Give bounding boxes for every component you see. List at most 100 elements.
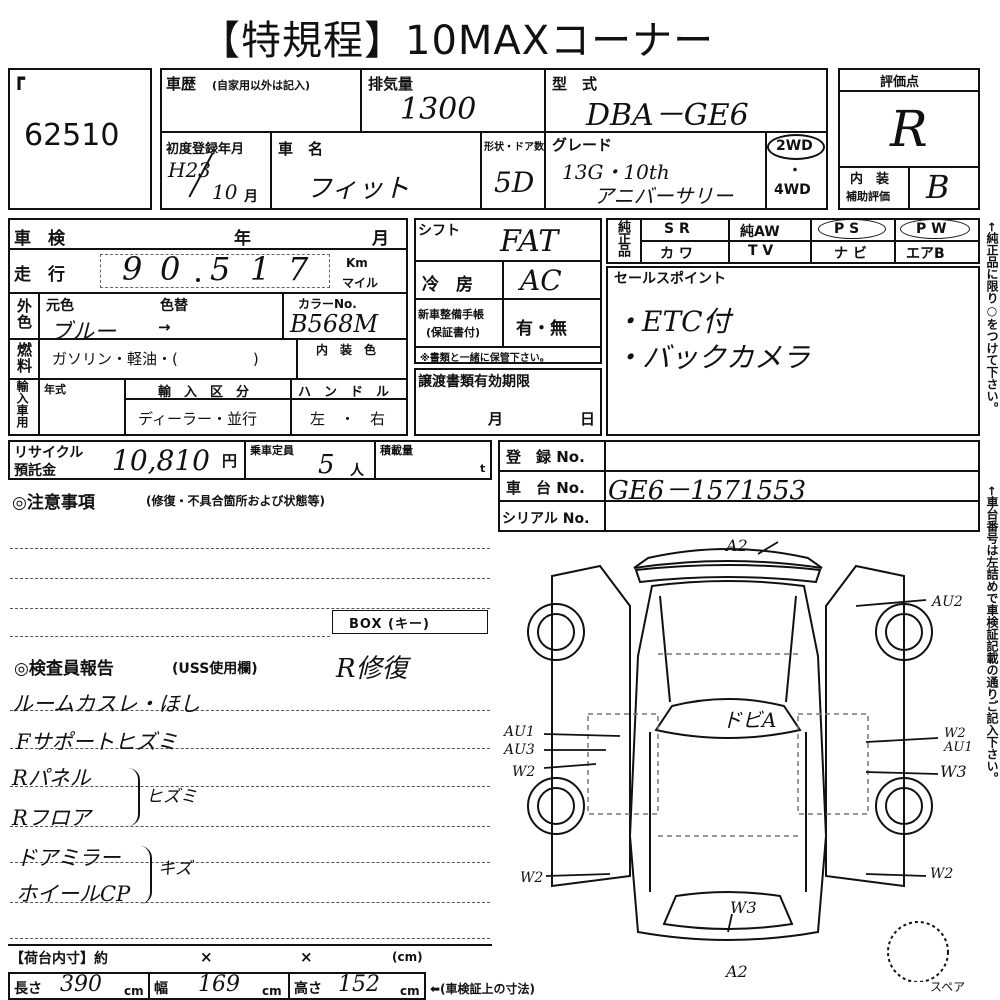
diagram-roof: ドビA bbox=[722, 708, 777, 732]
vehicle-info-grid bbox=[160, 68, 828, 210]
import-handle-value: 左 ・ 右 bbox=[310, 410, 386, 428]
diagram-hood: AU2 bbox=[932, 594, 963, 610]
sales-label: セールスポイント bbox=[614, 271, 726, 287]
doors-label: 形状・ドア数 bbox=[484, 142, 544, 153]
dims-width-value: 169 bbox=[198, 972, 240, 997]
capacity-unit: 人 bbox=[350, 463, 364, 479]
history-note: (自家用以外は記入) bbox=[212, 79, 311, 92]
transfer-day: 日 bbox=[580, 410, 596, 428]
fuel-value: ガソリン・軽油・( ) bbox=[52, 350, 259, 368]
color-orig-label: 元色 bbox=[46, 298, 74, 314]
cargo-x2: × bbox=[300, 948, 313, 966]
diagram-left-front: AU1 bbox=[504, 724, 535, 740]
notes-sub: (修復・不具合箇所および状態等) bbox=[146, 494, 325, 508]
diagram-rear: A2 bbox=[726, 962, 748, 981]
dims-width-label: 幅 bbox=[154, 981, 168, 997]
diagram-right-top1: W2 bbox=[944, 726, 966, 741]
inspector-sub: (USS使用欄) bbox=[172, 661, 258, 677]
diagram-front: A2 bbox=[726, 536, 748, 555]
inspection-year: 年 bbox=[234, 229, 251, 249]
mileage-digit-1: 9 bbox=[122, 250, 143, 288]
manual-label: 新車整備手帳 bbox=[418, 308, 484, 321]
inspection-month: 月 bbox=[372, 229, 389, 249]
inspector-line-2: Fサポートヒズミ bbox=[16, 730, 178, 754]
displacement-label: 排気量 bbox=[368, 75, 414, 93]
option-sr: S R bbox=[664, 221, 690, 237]
inspector-line-4: Rフロア bbox=[12, 806, 91, 830]
diagram-bottom: W3 bbox=[730, 898, 757, 917]
mileage-digit-4: 1 bbox=[250, 250, 271, 288]
model-value: DBA－GE6 bbox=[586, 98, 749, 133]
diagram-left-w: W2 bbox=[512, 764, 536, 780]
grade-line1: 13G・10th bbox=[562, 160, 670, 184]
page-title: 【特規程】10MAXコーナー bbox=[200, 18, 715, 64]
grade-line2: アニバーサリー bbox=[594, 184, 734, 208]
dims-width-unit: cm bbox=[262, 984, 282, 998]
dims-length-value: 390 bbox=[60, 972, 102, 997]
cargo-x1: × bbox=[200, 948, 213, 966]
bracket-2-value: キズ bbox=[158, 859, 192, 879]
color-arrow: → bbox=[158, 318, 171, 336]
mileage-label: 走 行 bbox=[14, 265, 65, 285]
diagram-right-rear: W2 bbox=[930, 866, 954, 882]
inspector-line-3: Rパネル bbox=[12, 766, 91, 790]
import-kubun-label: 輸 入 区 分 bbox=[158, 385, 250, 400]
option-leather: カ ワ bbox=[660, 246, 693, 262]
inspector-line-5: ドアミラー bbox=[16, 846, 121, 870]
option-tv: T V bbox=[748, 243, 774, 259]
box-key-label: BOX (キー) bbox=[349, 617, 430, 632]
inspector-line-6: ホイールCP bbox=[16, 882, 131, 906]
interior-label: 内 装 bbox=[850, 172, 890, 187]
inspector-label: ◎検査員報告 bbox=[14, 659, 114, 679]
side-note-options: ←純正品に限り○をつけて下さい。 bbox=[985, 222, 999, 415]
first-reg-label: 初度登録年月 bbox=[166, 142, 245, 157]
bracket-1 bbox=[128, 768, 140, 826]
score-label: 評価点 bbox=[880, 75, 920, 90]
option-ps-circle bbox=[818, 219, 886, 239]
displacement-value: 1300 bbox=[400, 92, 477, 127]
recycle-label2: 預託金 bbox=[14, 463, 56, 479]
chassis-value: GE6－1571553 bbox=[608, 476, 807, 506]
left-info-grid bbox=[8, 218, 408, 436]
mileage-digit-2: 0 bbox=[160, 250, 181, 288]
cargo-label: 【荷台内寸】約 bbox=[10, 951, 108, 967]
grade-label: グレード bbox=[552, 136, 613, 154]
color-code-label: カラーNo. bbox=[298, 297, 357, 311]
manual-box bbox=[414, 298, 602, 364]
recycle-label: リサイクル bbox=[14, 445, 84, 461]
drive-dot: ・ bbox=[788, 163, 802, 179]
box-key-field[interactable]: BOX (キー) bbox=[332, 610, 488, 634]
reg-label: 登 録 No. bbox=[506, 448, 585, 466]
dims-note: ⬅(車検証上の寸法) bbox=[430, 982, 536, 996]
car-name-label: 車 名 bbox=[278, 140, 324, 158]
side-note-chassis: ←車台番号は左詰めで車検証記載の通りご記入下さい。 bbox=[985, 486, 999, 785]
transfer-month: 月 bbox=[488, 410, 504, 428]
notes-section: ◎注意事項 (修復・不具合箇所および状態等) bbox=[8, 484, 492, 644]
shift-value: FAT bbox=[500, 224, 559, 259]
load-unit: t bbox=[480, 462, 486, 475]
recycle-grid bbox=[8, 440, 492, 480]
load-label: 積載量 bbox=[380, 444, 413, 457]
inspection-label: 車 検 bbox=[14, 229, 65, 249]
dims-grid bbox=[8, 972, 426, 1000]
shift-label: シフト bbox=[418, 223, 460, 239]
mileage-digit-3: 5 bbox=[210, 250, 231, 288]
drive-2wd-circle bbox=[767, 134, 825, 160]
sales-point-box bbox=[606, 266, 980, 436]
bracket-1-value: ヒズミ bbox=[146, 787, 197, 807]
diagram-left-rear: W2 bbox=[520, 870, 544, 886]
manual-sub: (保証書付) bbox=[426, 326, 481, 339]
transfer-box bbox=[414, 368, 602, 436]
diagram-right-top2: AU1 bbox=[944, 740, 973, 755]
option-airbag: エアB bbox=[906, 246, 945, 262]
drive-2wd: 2WD bbox=[776, 138, 813, 154]
serial-label: シリアル No. bbox=[502, 511, 590, 527]
doors-value: 5D bbox=[494, 166, 535, 199]
bracket-2 bbox=[140, 846, 152, 904]
cargo-unit: (cm) bbox=[392, 950, 423, 964]
dims-height-unit: cm bbox=[400, 984, 420, 998]
capacity-label: 乗車定員 bbox=[250, 444, 294, 457]
lot-number: 62510 bbox=[24, 118, 120, 153]
drive-4wd: 4WD bbox=[774, 182, 811, 198]
color-changed-label: 色替 bbox=[160, 298, 188, 314]
